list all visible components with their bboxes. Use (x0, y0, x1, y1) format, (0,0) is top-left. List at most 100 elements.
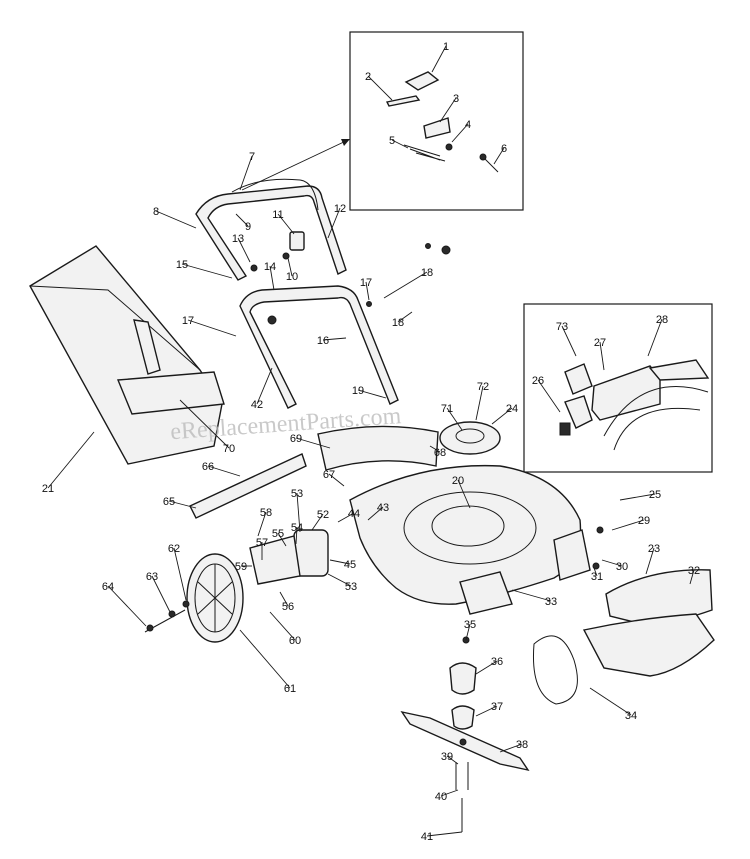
callout-label: 56 (282, 601, 294, 613)
callout-leader (151, 575, 171, 613)
part-control-link (385, 95, 421, 107)
callout-leader (383, 271, 428, 299)
callout-label: 72 (477, 381, 489, 393)
callout-leader (269, 265, 275, 291)
part-handle-spring (289, 231, 305, 251)
callout-label: 69 (290, 433, 302, 445)
callout-label: 24 (506, 403, 518, 415)
part-deck-side (553, 529, 591, 581)
callout-label: 10 (286, 271, 298, 283)
callout-leader (295, 437, 331, 449)
callout-label: 17 (182, 315, 194, 327)
callout-label: 9 (245, 221, 251, 233)
callout-label: 57 (256, 537, 268, 549)
callout-label: 12 (334, 203, 346, 215)
callout-label: 36 (491, 656, 503, 668)
callout-leader (391, 139, 409, 149)
callout-leader (365, 281, 370, 301)
callout-leader (451, 123, 469, 143)
callout-label: 13 (232, 233, 244, 245)
part-side-discharge-tray (582, 613, 715, 677)
callout-leader (237, 237, 251, 263)
callout-label: 25 (649, 489, 661, 501)
callout-label: 32 (688, 565, 700, 577)
callout-leader (446, 755, 459, 765)
callout-label: 62 (168, 543, 180, 555)
callout-label: 59 (235, 561, 247, 573)
hw-bolt-32 (596, 526, 604, 534)
hw-pin-17 (366, 301, 372, 307)
part-deck-inner (431, 505, 505, 547)
callout-label: 41 (421, 831, 433, 843)
callout-label: 70 (223, 443, 235, 455)
callout-leader (499, 743, 523, 753)
callout-label: 27 (594, 337, 606, 349)
part-deck-edge (603, 386, 709, 451)
callout-leader (647, 318, 663, 357)
callout-label: 38 (516, 739, 528, 751)
callout-label: 64 (102, 581, 114, 593)
callout-leader (337, 512, 355, 523)
part-mulch-plug-latch (559, 422, 571, 436)
part-mulch-plug-door (648, 359, 710, 381)
callout-leader (397, 311, 413, 323)
part-rear-plate (317, 425, 439, 471)
callout-leader (322, 337, 347, 341)
callout-leader (561, 325, 577, 357)
hw-nut-66 (168, 610, 176, 618)
part-engine-ring-inner (455, 428, 485, 444)
callout-label: 20 (452, 475, 464, 487)
callout-label: 11 (272, 209, 283, 221)
callout-leader (689, 569, 695, 585)
part-engine-ring (439, 421, 501, 455)
callout-leader (173, 547, 187, 601)
callout-label: 53 (291, 488, 303, 500)
callout-leader (439, 97, 457, 123)
callout-leader (589, 687, 632, 716)
callout-leader (645, 547, 655, 575)
callout-leader (107, 585, 147, 627)
callout-leader (457, 479, 471, 509)
callout-label: 63 (146, 571, 158, 583)
callout-label: 15 (176, 259, 188, 271)
callout-label: 73 (556, 321, 568, 333)
callout-label: 53 (345, 581, 357, 593)
callout-label: 66 (202, 461, 214, 473)
callout-label: 68 (434, 447, 446, 459)
part-grass-bag-top (29, 285, 201, 371)
hw-screw-27 (425, 243, 431, 249)
part-blade-bolts (455, 762, 469, 832)
part-handle-knob-2 (250, 264, 258, 272)
callout-label: 31 (591, 571, 603, 583)
part-control-nut (445, 143, 453, 151)
callout-label: 71 (441, 403, 453, 415)
callout-leader (277, 213, 295, 235)
callout-label: 61 (284, 683, 296, 695)
callout-leader (295, 526, 298, 545)
callout-leader (329, 559, 351, 565)
callout-label: 37 (491, 701, 503, 713)
callout-label: 67 (323, 469, 335, 481)
callout-leader (611, 519, 645, 531)
callout-leader (537, 379, 561, 413)
callout-label: 7 (249, 151, 255, 163)
callout-leader (357, 389, 387, 399)
part-mulch-plug-body (591, 365, 661, 421)
callout-leader (475, 705, 498, 717)
callout-leader (47, 431, 95, 489)
callout-label: 54 (291, 522, 303, 534)
callout-label: 18 (392, 317, 404, 329)
part-bag-frame (116, 371, 225, 415)
callout-label: 58 (260, 507, 272, 519)
callout-leader (256, 367, 273, 405)
callout-label: 3 (453, 93, 459, 105)
hardware-dots (146, 243, 604, 644)
part-drive-belt (532, 635, 578, 705)
callout-label: 5 (389, 135, 395, 147)
part-mulch-plug-plate (564, 395, 593, 429)
part-pulley (449, 662, 477, 695)
part-control-bolt-head (479, 153, 487, 161)
hw-plug-26 (441, 245, 451, 255)
